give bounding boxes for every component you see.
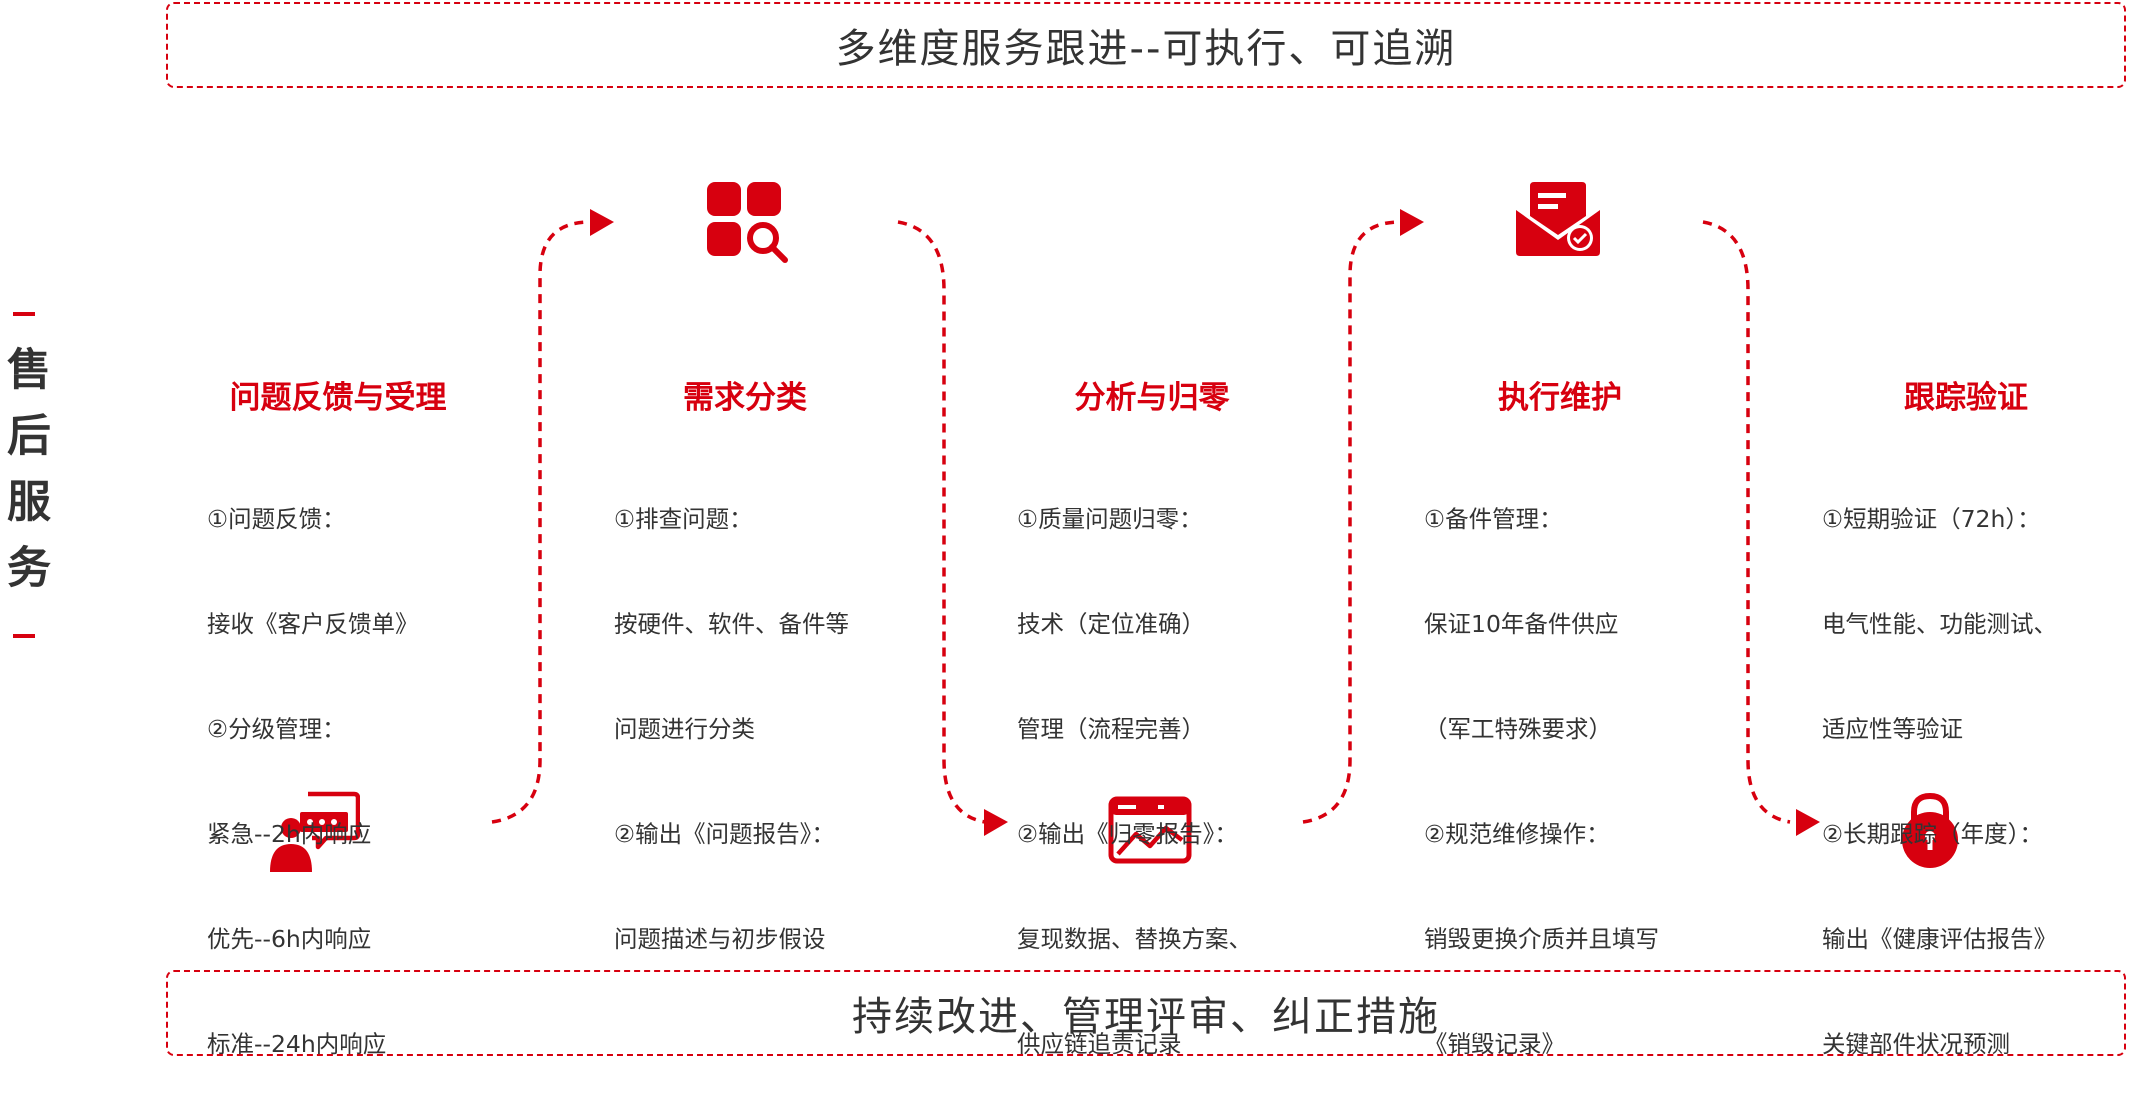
desc-line: 供应链追责记录 <box>1017 1030 1182 1058</box>
desc-line: 管理（流程完善） <box>1017 715 1205 743</box>
connector-4-5 <box>1702 220 1791 824</box>
grid-search-icon <box>707 182 788 263</box>
desc-line: 《销毁记录》 <box>1424 1030 1565 1058</box>
desc-line: ①备件管理： <box>1424 505 1563 533</box>
desc-line: （军工特殊要求） <box>1424 715 1612 743</box>
connector-3-4 <box>1302 220 1401 824</box>
top-banner-text: 多维度服务跟进--可执行、可追溯 <box>835 26 1457 72</box>
desc-line: ②分级管理： <box>207 715 346 743</box>
step-title-feedback: 问题反馈与受理 <box>229 380 447 416</box>
arrowhead-4-5 <box>1796 809 1820 836</box>
desc-line: 销毁更换介质并且填写 <box>1424 925 1659 953</box>
mail-check-icon <box>1516 182 1600 256</box>
side-dash-bottom <box>13 634 35 638</box>
step-title-track: 跟踪验证 <box>1904 380 2028 416</box>
desc-line: 问题描述与初步假设 <box>614 925 826 953</box>
arrowhead-3-4 <box>1400 209 1424 236</box>
desc-line: ②输出《问题报告》： <box>614 820 835 848</box>
step-desc-execute: ①备件管理： 保证10年备件供应 （军工特殊要求） ②规范维修操作： 销毁更换介… <box>1424 432 1659 1097</box>
bottom-banner-text: 持续改进、管理评审、纠正措施 <box>852 994 1440 1040</box>
step-desc-classify: ①排查问题： 按硬件、软件、备件等 问题进行分类 ②输出《问题报告》： 问题描述… <box>614 432 849 992</box>
desc-line: ①排查问题： <box>614 505 753 533</box>
desc-line: ①质量问题归零： <box>1017 505 1203 533</box>
step-title-classify: 需求分类 <box>683 380 807 416</box>
desc-line: 优先--6h内响应 <box>207 925 372 953</box>
step-desc-feedback: ①问题反馈： 接收《客户反馈单》 ②分级管理： 紧急--2h内响应 优先--6h… <box>207 432 419 1097</box>
desc-line: ②规范维修操作： <box>1424 820 1610 848</box>
top-banner: 多维度服务跟进--可执行、可追溯 <box>166 2 2126 88</box>
desc-line: 输出《健康评估报告》 <box>1822 925 2057 953</box>
desc-line: ①短期验证（72h）： <box>1822 505 2041 533</box>
desc-line: 问题进行分类 <box>614 715 755 743</box>
desc-line: 技术（定位准确） <box>1017 610 1205 638</box>
customer-chat-icon <box>270 791 360 872</box>
desc-line: ②长期跟踪（年度）： <box>1822 820 2043 848</box>
desc-line: 关键部件状况预测 <box>1822 1030 2010 1058</box>
side-label-text: 售后服务 <box>0 346 50 610</box>
desc-line: 紧急--2h内响应 <box>207 820 372 848</box>
connector-2-3 <box>897 220 986 824</box>
desc-line: 接收《客户反馈单》 <box>207 610 419 638</box>
desc-line: ①问题反馈： <box>207 505 346 533</box>
desc-line: 复现数据、替换方案、 <box>1017 925 1252 953</box>
desc-line: 标准--24h内响应 <box>207 1030 387 1058</box>
connector-1-2 <box>491 220 591 824</box>
chart-window-icon <box>1108 796 1192 864</box>
arrowhead-2-3 <box>984 809 1008 836</box>
flow-connectors <box>491 209 1820 836</box>
desc-line: 适应性等验证 <box>1822 715 1963 743</box>
bottom-banner: 持续改进、管理评审、纠正措施 <box>166 970 2126 1056</box>
step-desc-track: ①短期验证（72h）： 电气性能、功能测试、 适应性等验证 ②长期跟踪（年度）：… <box>1822 432 2057 1097</box>
step-desc-analysis: ①质量问题归零： 技术（定位准确） 管理（流程完善） ②输出《归零报告》： 复现… <box>1017 432 1252 1097</box>
desc-line: ②输出《归零报告》： <box>1017 820 1238 848</box>
side-label: 售后服务 <box>0 312 50 638</box>
desc-line: 电气性能、功能测试、 <box>1822 610 2057 638</box>
arrowhead-1-2 <box>590 209 614 236</box>
lock-icon <box>1902 792 1958 868</box>
desc-line: 保证10年备件供应 <box>1424 610 1619 638</box>
desc-line: 按硬件、软件、备件等 <box>614 610 849 638</box>
step-title-execute: 执行维护 <box>1498 380 1622 416</box>
side-dash-top <box>13 312 35 316</box>
step-title-analysis: 分析与归零 <box>1074 380 1230 416</box>
